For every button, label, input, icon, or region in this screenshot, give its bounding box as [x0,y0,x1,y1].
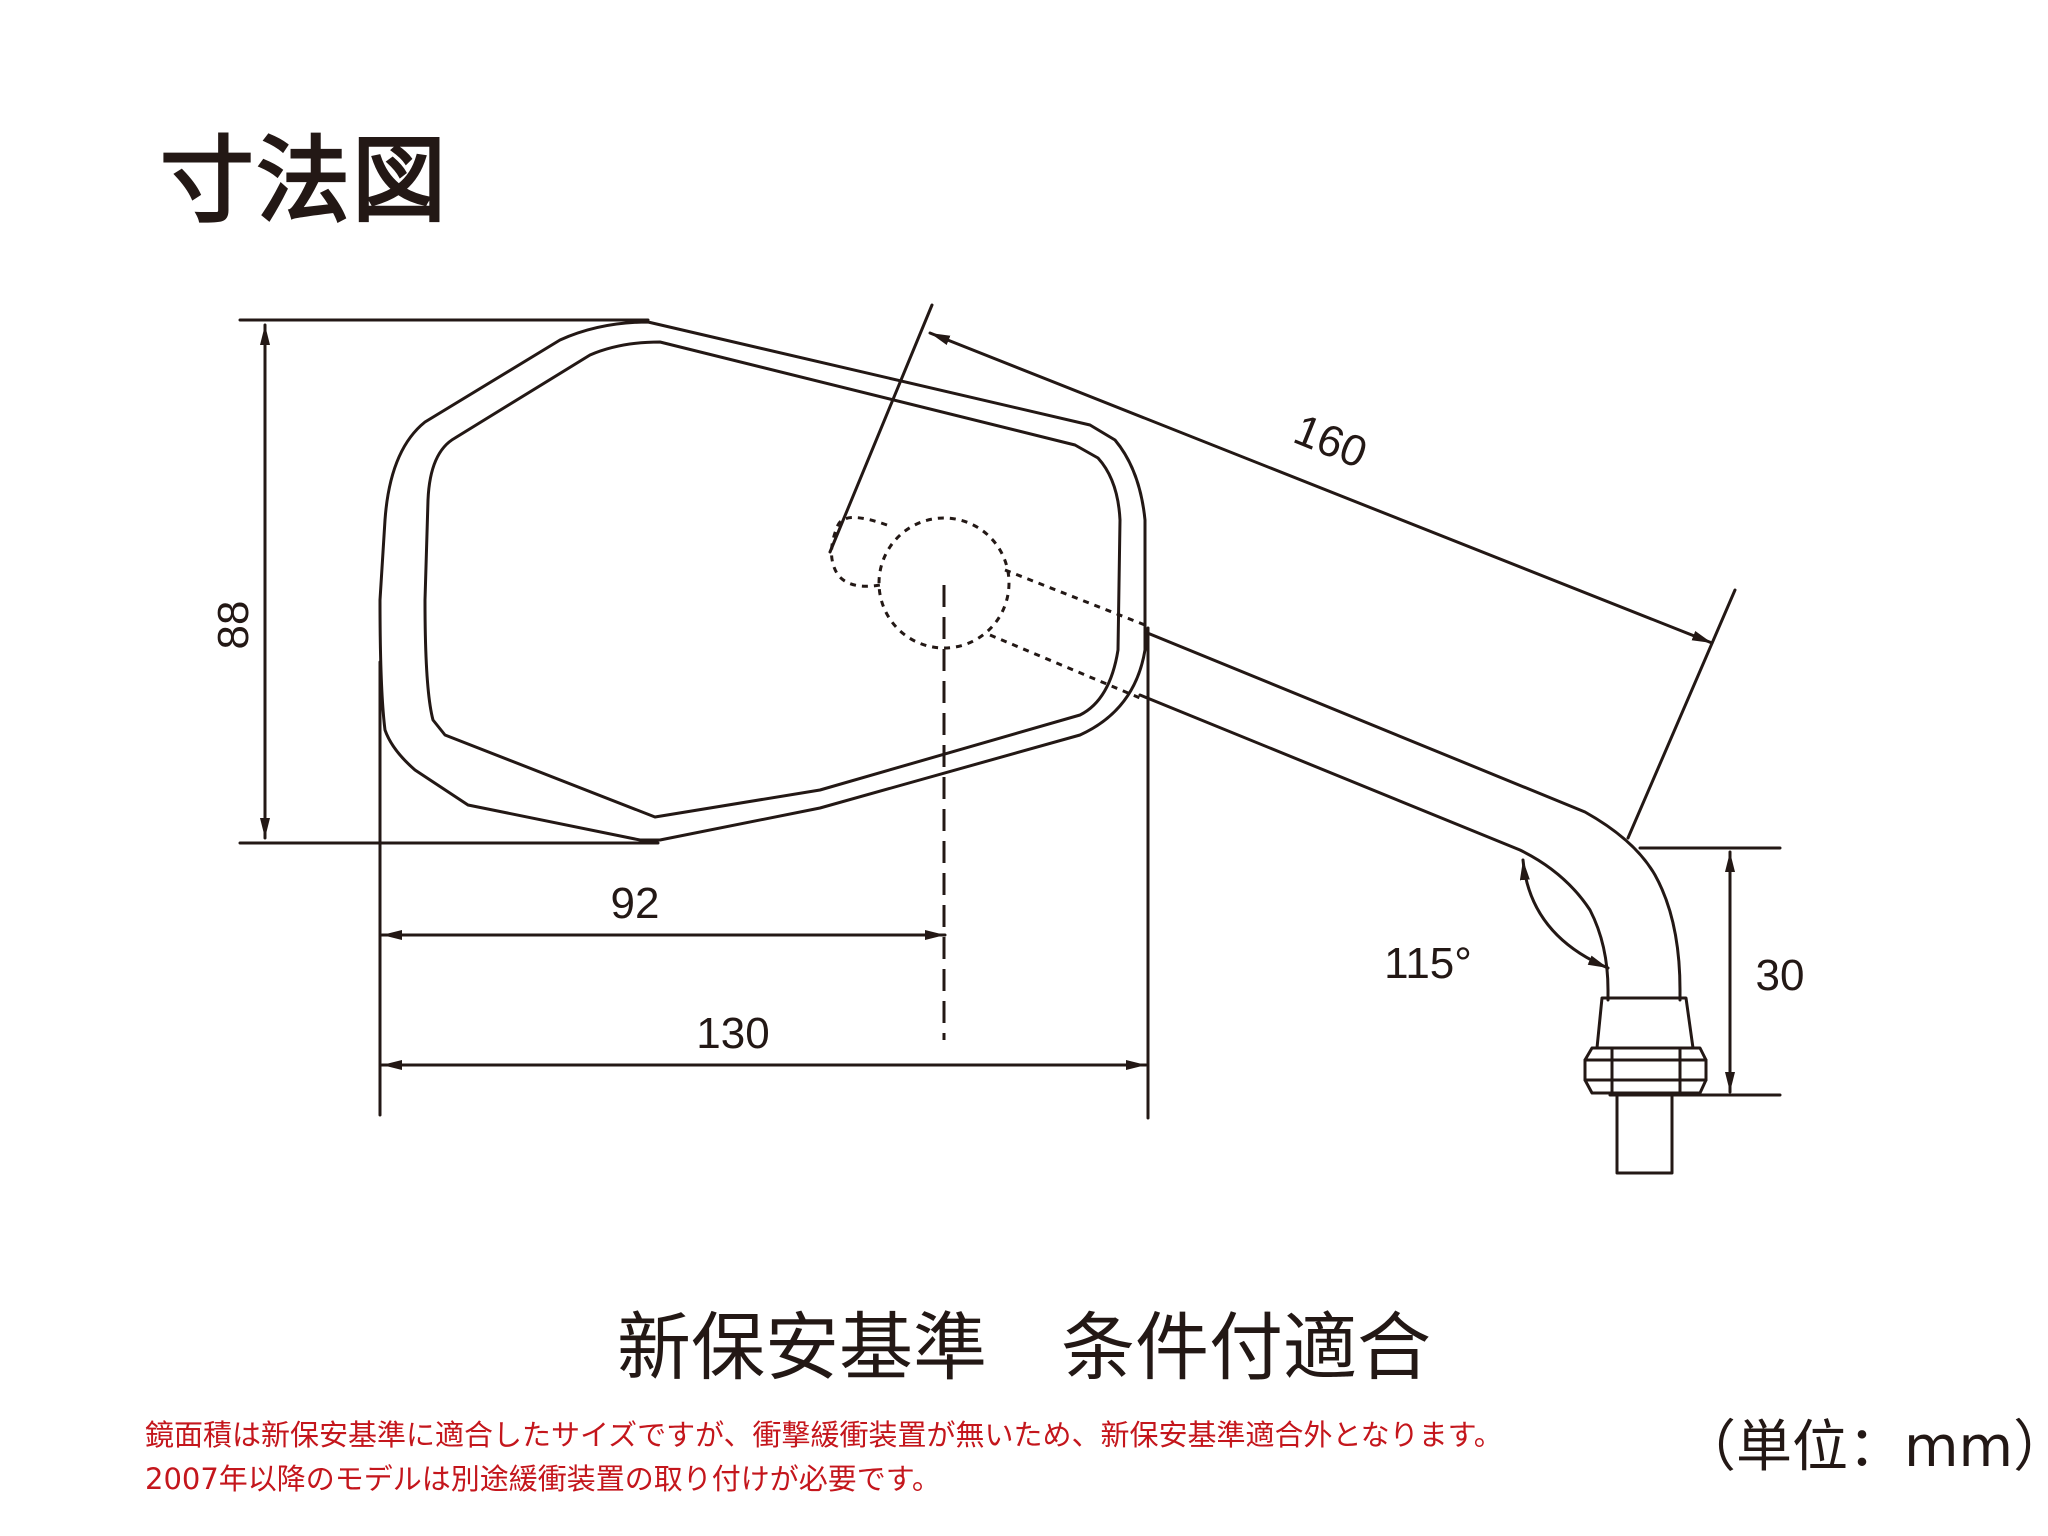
page-title: 寸法図 [160,127,449,236]
mirror-base-nut [1595,996,1695,1050]
conformity-statement: 新保安基準 条件付適合 [617,1305,1431,1391]
dim-label-115: 115° [1384,939,1472,988]
mirror-arm [1143,630,1682,1002]
dim-label-92: 92 [611,879,660,928]
dim-arc-115 [1519,858,1610,970]
note-line-1: 鏡面積は新保安基準に適合したサイズですが、衝撃緩衝装置が無いため、新保安基準適合… [145,1418,1503,1452]
unit-label: （単位：mm） [1680,1415,2048,1480]
dim-label-30: 30 [1756,951,1805,1000]
dim-label-160: 160 [1287,405,1373,478]
mirror-glass-outline [423,340,1122,819]
dim-label-88: 88 [209,601,258,650]
dim-line-160 [928,331,1714,645]
note-line-2: 2007年以降のモデルは別途緩衝装置の取り付けが必要です。 [145,1462,941,1496]
mirror-bolt [1615,1091,1674,1175]
pivot-ball [877,516,1011,650]
dim-label-130: 130 [696,1009,769,1058]
